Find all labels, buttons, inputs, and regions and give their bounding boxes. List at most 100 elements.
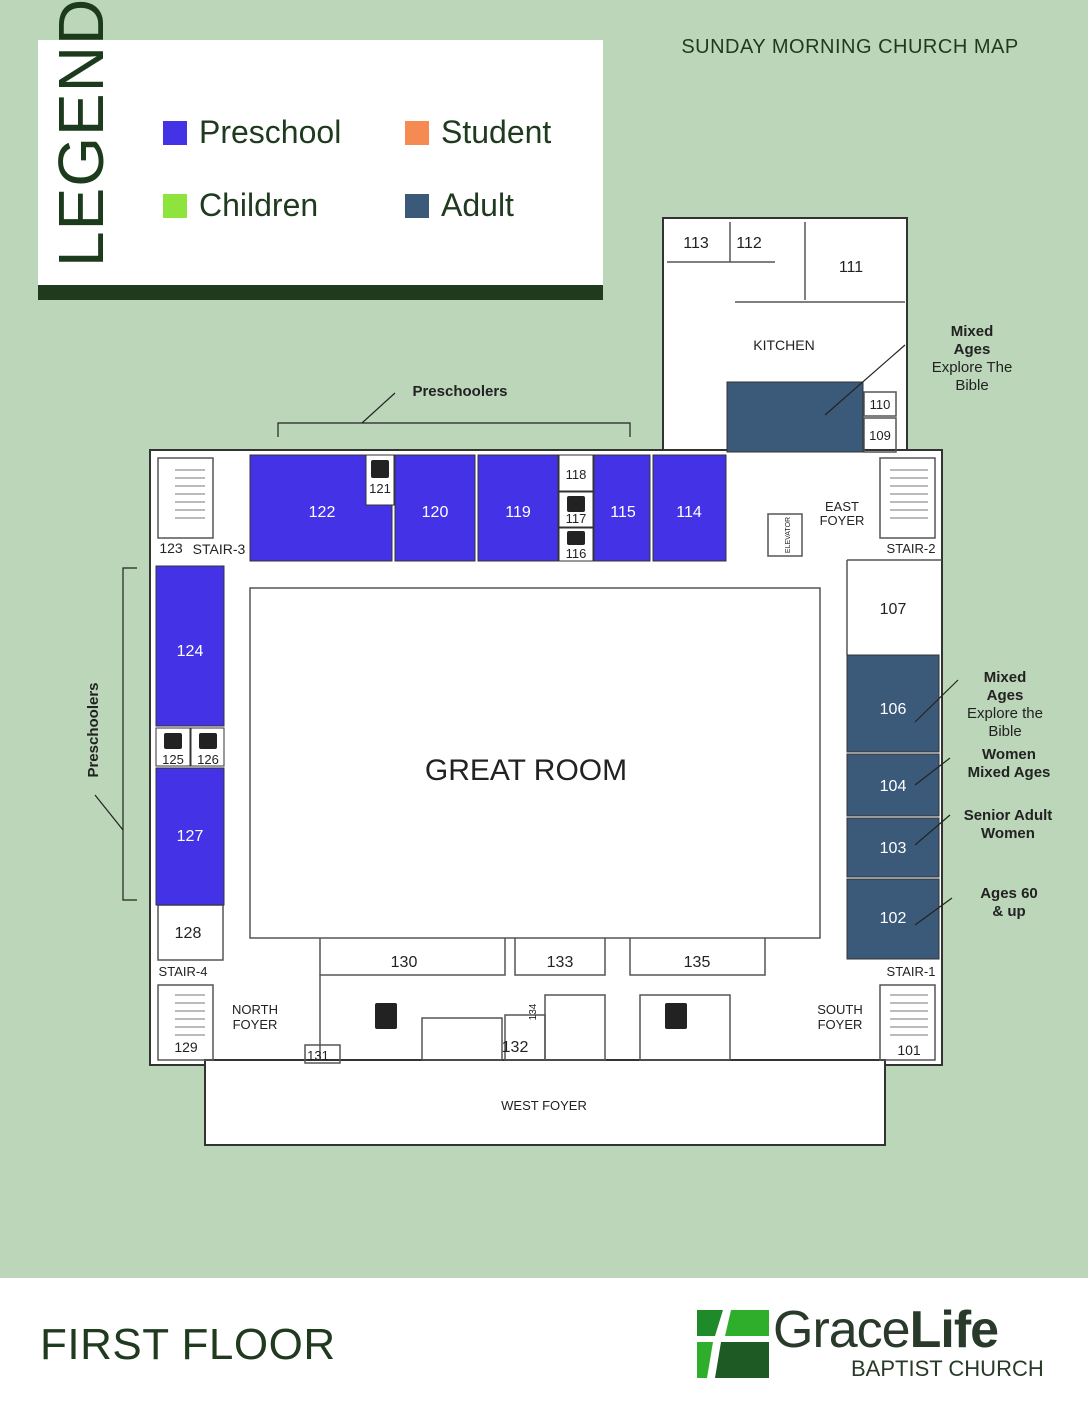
room-115-fill xyxy=(593,454,651,562)
room-101-label: 101 xyxy=(897,1042,921,1058)
room-115-label: 115 xyxy=(610,504,636,521)
kitchen-class-bold-1: Mixed xyxy=(951,323,994,340)
east-foyer-label-line1: EAST xyxy=(825,499,859,514)
stair-1-label: STAIR-1 xyxy=(887,964,936,979)
church-logo: GraceLife BAPTIST CHURCH xyxy=(695,1301,1055,1388)
r106-class-bold-2: Ages xyxy=(987,687,1024,704)
room-109-label: 109 xyxy=(869,428,891,443)
bracket-lines xyxy=(94,344,959,926)
room-119-label: 119 xyxy=(505,504,531,521)
logo-wordmark: GraceLife xyxy=(773,1300,999,1360)
map-title: SUNDAY MORNING CHURCH MAP xyxy=(681,36,1019,58)
r103-class-bold-2: Women xyxy=(981,825,1035,842)
floor-label: FIRST FLOOR xyxy=(40,1320,336,1369)
west-foyer-label: WEST FOYER xyxy=(501,1098,587,1113)
room-127-label: 127 xyxy=(177,828,204,845)
room-135-label: 135 xyxy=(684,954,711,971)
preschoolers-left-annotation: Preschoolers xyxy=(85,682,102,777)
logo-grace-text: Grace xyxy=(773,1301,911,1359)
floor-plan: 113 112 111 110 109 121 118 117 116 123 … xyxy=(85,217,1053,1146)
kitchen-label: KITCHEN xyxy=(753,337,814,353)
legend-label: Preschool xyxy=(199,114,342,150)
room-124-label: 124 xyxy=(177,643,204,660)
great-room-label: GREAT ROOM xyxy=(425,754,627,787)
room-106-fill xyxy=(846,654,940,753)
room-114-fill xyxy=(652,454,727,562)
stair-4-label: STAIR-4 xyxy=(159,964,208,979)
preschool-rooms xyxy=(155,454,727,906)
north-foyer-label-line1: NORTH xyxy=(232,1002,278,1017)
kitchen-class-normal-1: Explore The xyxy=(932,359,1013,376)
room-126-label: 126 xyxy=(197,752,219,767)
restroom-icons xyxy=(164,460,687,1029)
room-106-label: 106 xyxy=(880,701,907,718)
logo-cross-icon xyxy=(697,1310,769,1378)
r102-class-bold-2: & up xyxy=(992,903,1025,920)
room-134-label: 134 xyxy=(528,1003,539,1020)
stair-3-label: STAIR-3 xyxy=(193,541,246,557)
room-132-label: 132 xyxy=(502,1039,529,1056)
room-130-label: 130 xyxy=(391,954,418,971)
room-103-fill xyxy=(846,817,940,878)
adult-rooms xyxy=(726,381,940,960)
room-127-fill xyxy=(155,767,225,906)
stair-treads xyxy=(175,469,928,1036)
mens-restroom-icon xyxy=(375,1003,397,1029)
room-120-fill xyxy=(394,454,476,562)
legend-item-adult: Adult xyxy=(405,187,514,224)
room-121-label: 121 xyxy=(369,481,391,496)
north-foyer-label-line2: FOYER xyxy=(233,1017,278,1032)
room-111-label: 111 xyxy=(839,259,863,276)
room-104-label: 104 xyxy=(880,778,907,795)
room-110-label: 110 xyxy=(870,397,891,412)
preschool-swatch xyxy=(163,120,187,145)
room-118-label: 118 xyxy=(566,467,587,482)
kitchen-class-bold-2: Ages xyxy=(954,341,991,358)
room-133-label: 133 xyxy=(547,954,574,971)
logo-subtitle: BAPTIST CHURCH xyxy=(851,1356,1044,1381)
interior-walls xyxy=(157,222,942,1064)
room-102-label: 102 xyxy=(880,910,907,927)
r104-class-bold-1: Women xyxy=(982,746,1036,763)
room-125-label: 125 xyxy=(162,752,184,767)
room-129-label: 129 xyxy=(174,1039,198,1055)
womens-restroom-icon xyxy=(665,1003,687,1029)
legend-panel xyxy=(38,40,603,285)
kitchen-class-normal-2: Bible xyxy=(955,377,988,394)
room-123-label: 123 xyxy=(159,540,183,556)
room-104-fill xyxy=(846,753,940,817)
legend-label: Adult xyxy=(441,187,514,223)
r106-class-normal-1: Explore the xyxy=(967,705,1043,722)
room-114-label: 114 xyxy=(676,504,702,521)
elevator-label: ELEVATOR xyxy=(785,517,792,553)
room-103-label: 103 xyxy=(880,840,907,857)
restroom-icon xyxy=(567,496,585,512)
logo-life-text: Life xyxy=(909,1301,999,1359)
r103-class-bold-1: Senior Adult xyxy=(964,807,1053,824)
adult-swatch xyxy=(405,193,429,218)
stair-2-label: STAIR-2 xyxy=(887,541,936,556)
south-foyer-label-line1: SOUTH xyxy=(817,1002,863,1017)
student-swatch xyxy=(405,120,429,145)
r102-class-bold-1: Ages 60 xyxy=(980,885,1038,902)
south-foyer-label-line2: FOYER xyxy=(818,1017,863,1032)
room-113-label: 113 xyxy=(683,235,709,252)
restroom-icon xyxy=(164,733,182,749)
room-120-label: 120 xyxy=(422,504,449,521)
room-119-fill xyxy=(477,454,559,562)
room-122-label: 122 xyxy=(309,504,336,521)
restroom-icon xyxy=(567,531,585,545)
preschoolers-top-annotation: Preschoolers xyxy=(412,383,507,400)
room-107-label: 107 xyxy=(880,601,907,618)
legend-label: Children xyxy=(199,187,319,223)
legend-label: Student xyxy=(441,114,552,150)
room-131-label: 131 xyxy=(307,1048,329,1063)
r106-class-bold-1: Mixed xyxy=(984,669,1027,686)
room-128-label: 128 xyxy=(175,925,202,942)
legend-item-preschool: Preschool xyxy=(163,114,341,151)
legend-item-children: Children xyxy=(163,187,318,224)
room-112-label: 112 xyxy=(736,235,762,252)
legend-underline xyxy=(38,285,603,300)
restroom-icon xyxy=(199,733,217,749)
kitchen-class-fill xyxy=(726,381,864,453)
